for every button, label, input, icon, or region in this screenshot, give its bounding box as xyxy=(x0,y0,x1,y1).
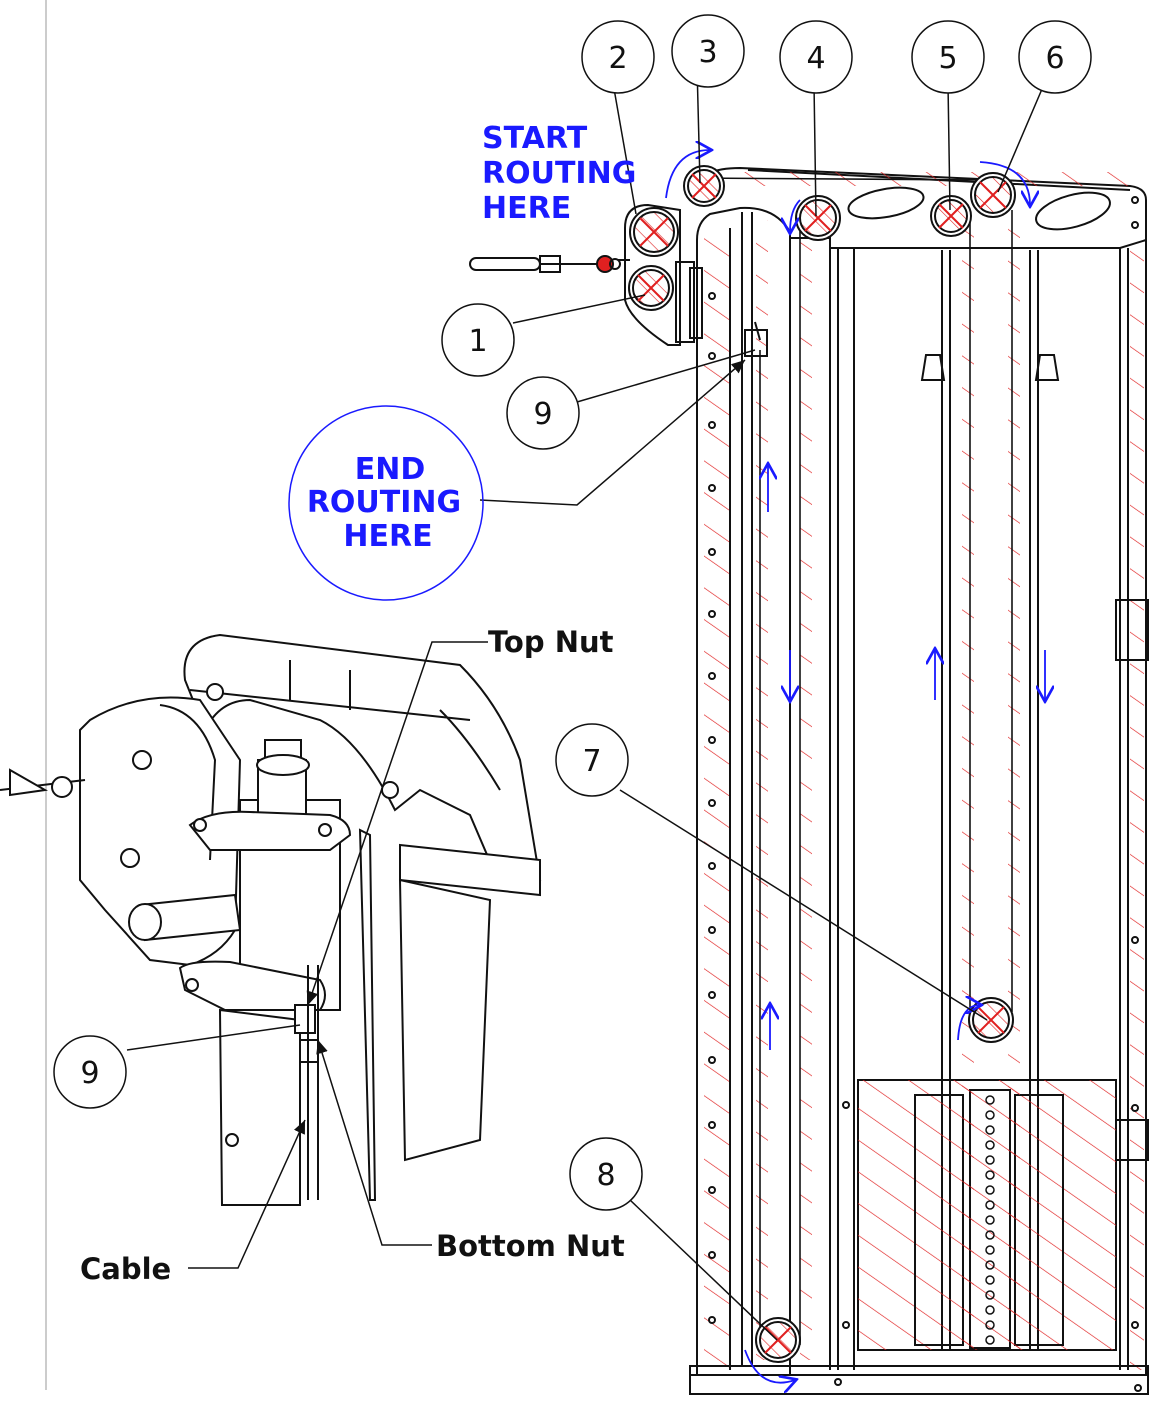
handle-strap xyxy=(469,255,621,273)
callout-4: 4 xyxy=(779,20,853,94)
start-routing-line-1: START xyxy=(482,121,588,156)
callout-4-text: 4 xyxy=(806,41,825,76)
callout-9-detail-text: 9 xyxy=(80,1056,99,1091)
pulley-3 xyxy=(683,165,725,207)
callout-5-text: 5 xyxy=(938,41,957,76)
callout-7-text: 7 xyxy=(582,744,601,779)
pulleys xyxy=(628,165,1016,1363)
callout-9-main-text: 9 xyxy=(533,397,552,432)
pulley-8 xyxy=(755,1317,801,1363)
callout-1-text: 1 xyxy=(468,324,487,359)
machine-frame xyxy=(689,166,1149,1395)
callout-7: 7 xyxy=(555,723,629,797)
pulley-bracket xyxy=(618,203,768,357)
callout-8: 8 xyxy=(569,1137,643,1211)
callout-1: 1 xyxy=(441,303,515,377)
callout-9-detail: 9 xyxy=(53,1035,127,1109)
end-routing-note: END ROUTING HERE xyxy=(288,405,484,601)
callout-2-text: 2 xyxy=(608,41,627,76)
leader-lines xyxy=(126,65,1046,1341)
callout-2: 2 xyxy=(581,20,655,94)
start-routing-note: START ROUTING HERE xyxy=(482,121,636,226)
callout-5: 5 xyxy=(911,20,985,94)
callout-3-text: 3 xyxy=(698,35,717,70)
callout-6: 6 xyxy=(1018,20,1092,94)
cable-label: Cable xyxy=(80,1252,171,1286)
pulley-1 xyxy=(628,265,674,311)
top-nut-label: Top Nut xyxy=(488,625,614,659)
callout-6-text: 6 xyxy=(1045,41,1064,76)
pulley-6 xyxy=(970,172,1016,218)
cable-hatching xyxy=(740,172,1140,1360)
end-routing-line-1: END xyxy=(355,452,426,487)
bottom-nut-label: Bottom Nut xyxy=(436,1229,625,1263)
cable-runs xyxy=(689,177,1013,1350)
detail-view-top-nut-assembly xyxy=(0,633,542,1206)
callout-3: 3 xyxy=(671,14,745,88)
pulley-2 xyxy=(629,207,679,257)
callout-9-main: 9 xyxy=(506,376,580,450)
start-routing-line-3: HERE xyxy=(482,191,571,226)
pulley-4 xyxy=(795,195,841,241)
routing-arrows xyxy=(665,150,1045,1383)
pulley-5 xyxy=(930,195,972,237)
callout-8-text: 8 xyxy=(596,1158,615,1193)
start-routing-line-2: ROUTING xyxy=(482,156,636,191)
end-routing-line-3: HERE xyxy=(343,519,432,554)
end-routing-line-2: ROUTING xyxy=(307,485,461,520)
